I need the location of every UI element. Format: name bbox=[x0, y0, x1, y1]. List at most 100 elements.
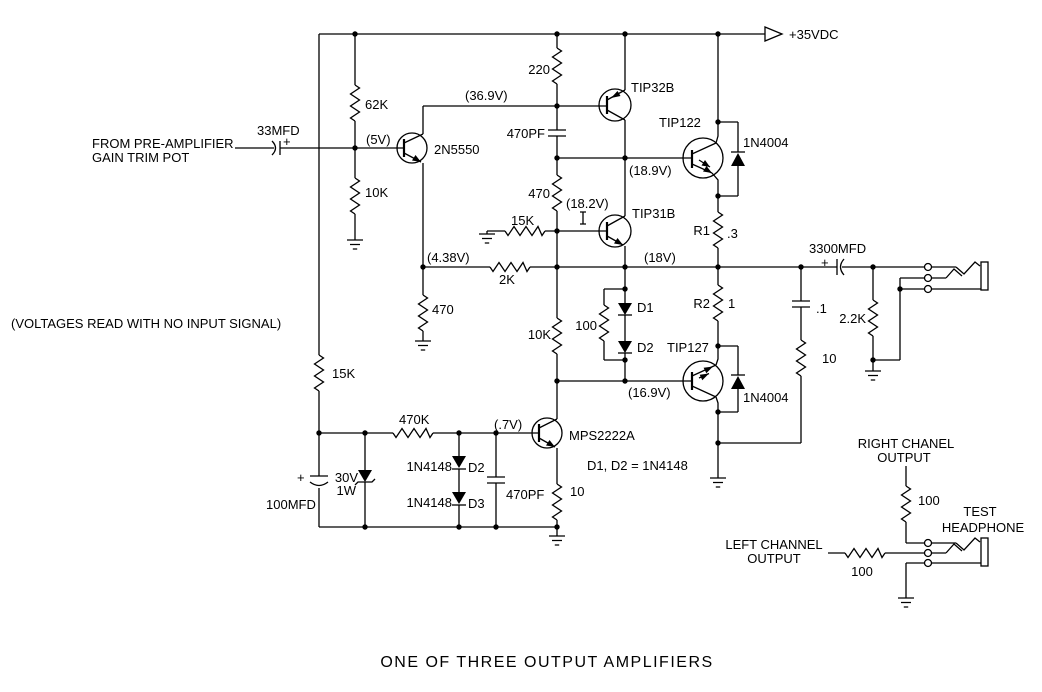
note-diodes: D1, D2 = 1N4148 bbox=[587, 458, 688, 473]
diode-1n4004-top bbox=[731, 151, 745, 166]
label-1n4148-d3: 1N4148 bbox=[406, 495, 452, 510]
resistor-2k bbox=[489, 261, 531, 273]
resistor-220 bbox=[551, 47, 563, 85]
label-mps2222a: MPS2222A bbox=[569, 428, 635, 443]
resistor-470k bbox=[392, 427, 434, 439]
label-100-bias: 100 bbox=[575, 318, 597, 333]
voltage-16-9v: (16.9V) bbox=[628, 385, 671, 400]
label-10-emitter: 10 bbox=[570, 484, 584, 499]
capacitor-470pf-top bbox=[548, 129, 566, 137]
diode-1n4004-bottom bbox=[731, 374, 745, 389]
transistor-mps2222a bbox=[531, 417, 563, 449]
label-tip122: TIP122 bbox=[659, 115, 701, 130]
label-d2-name: D2 bbox=[468, 460, 485, 475]
page-title: ONE OF THREE OUTPUT AMPLIFIERS bbox=[380, 654, 713, 671]
label-3300mfd: 3300MFD bbox=[809, 241, 866, 256]
ground-icon bbox=[346, 239, 364, 250]
label-r2-value: 1 bbox=[728, 296, 735, 311]
diode-d2-1n4148 bbox=[452, 456, 466, 470]
note-source-line1: FROM PRE-AMPLIFIER bbox=[92, 136, 234, 151]
label-left-channel-line1: LEFT CHANNEL bbox=[725, 537, 822, 552]
polarity-plus-33mfd: + bbox=[283, 134, 291, 149]
resistor-10k-bias bbox=[551, 317, 563, 355]
diode-d2-bias bbox=[618, 341, 632, 354]
transistor-tip122 bbox=[682, 137, 724, 179]
label-d1: D1 bbox=[637, 300, 654, 315]
headphone-jack-bottom bbox=[923, 537, 989, 568]
labels: FROM PRE-AMPLIFIER GAIN TRIM POT (VOLTAG… bbox=[11, 27, 1024, 671]
label-right-channel-line2: OUTPUT bbox=[877, 450, 931, 465]
label-r2: R2 bbox=[693, 296, 710, 311]
label-d2: D2 bbox=[637, 340, 654, 355]
capacitor-3300mfd bbox=[836, 258, 845, 276]
label-left-channel-line2: OUTPUT bbox=[747, 551, 801, 566]
label-10k-input: 10K bbox=[365, 185, 388, 200]
resistor-470-feedback bbox=[417, 294, 429, 332]
transistor-2n5550 bbox=[396, 132, 428, 164]
transistors bbox=[396, 88, 724, 449]
label-470-feedback: 470 bbox=[432, 302, 454, 317]
label-470pf-top: 470PF bbox=[507, 126, 545, 141]
label-tip32b: TIP32B bbox=[631, 80, 674, 95]
resistor-470-inter bbox=[551, 174, 563, 212]
resistor-62k bbox=[349, 84, 361, 122]
label-1n4004-top: 1N4004 bbox=[743, 135, 789, 150]
voltage-4-38v: (4.38V) bbox=[427, 250, 470, 265]
voltage-18v: (18V) bbox=[644, 250, 676, 265]
label-right-channel-line1: RIGHT CHANEL bbox=[858, 436, 955, 451]
label-470pf-bottom: 470PF bbox=[506, 487, 544, 502]
zener-diode-30v bbox=[354, 470, 376, 486]
diodes bbox=[354, 151, 745, 506]
label-zener-wattage: 1W bbox=[337, 483, 357, 498]
label-100mfd: 100MFD bbox=[266, 497, 316, 512]
ground-icon bbox=[414, 340, 432, 351]
power-arrow-icon bbox=[764, 26, 784, 42]
wires bbox=[235, 33, 981, 598]
label-2k: 2K bbox=[499, 272, 515, 287]
label-rail: +35VDC bbox=[789, 27, 839, 42]
transistor-tip32b bbox=[598, 88, 632, 122]
label-100-right: 100 bbox=[918, 493, 940, 508]
note-voltages: (VOLTAGES READ WITH NO INPUT SIGNAL) bbox=[11, 316, 281, 331]
voltage-5v: (5V) bbox=[366, 132, 391, 147]
label-zener-voltage: 30V bbox=[335, 470, 358, 485]
resistor-r2 bbox=[712, 284, 724, 322]
ground-icon bbox=[709, 477, 727, 488]
voltage-36-9v: (36.9V) bbox=[465, 88, 508, 103]
resistor-100-right bbox=[900, 485, 912, 523]
label-tip31b: TIP31B bbox=[632, 206, 675, 221]
voltage-18-9v: (18.9V) bbox=[629, 163, 672, 178]
resistor-100-bias bbox=[598, 304, 610, 342]
diode-d3-1n4148 bbox=[452, 492, 466, 506]
label-62k: 62K bbox=[365, 97, 388, 112]
transistor-tip31b bbox=[598, 214, 632, 248]
capacitors bbox=[271, 129, 845, 487]
resistor-15k-tail bbox=[313, 354, 325, 392]
label-d3-name: D3 bbox=[468, 496, 485, 511]
capacitor-33mfd bbox=[271, 140, 281, 156]
resistor-100-left bbox=[844, 547, 886, 559]
label-470k: 470K bbox=[399, 412, 430, 427]
headphone-jack-top bbox=[923, 261, 989, 294]
transistor-tip127 bbox=[682, 360, 724, 402]
label-220: 220 bbox=[528, 62, 550, 77]
resistor-10-zobel bbox=[795, 339, 807, 377]
capacitor-100mfd bbox=[309, 475, 329, 487]
label-r1: R1 bbox=[693, 223, 710, 238]
label-100-left: 100 bbox=[851, 564, 873, 579]
label-2-2k: 2.2K bbox=[839, 311, 866, 326]
label-10k-bias: 10K bbox=[528, 327, 551, 342]
label-tip127: TIP127 bbox=[667, 340, 709, 355]
label-15k-base: 15K bbox=[511, 213, 534, 228]
label-15k-tail: 15K bbox=[332, 366, 355, 381]
label-470-inter: 470 bbox=[528, 186, 550, 201]
label-test-line1: TEST bbox=[963, 504, 996, 519]
capacitor-point1-zobel bbox=[792, 300, 810, 308]
junction-dots bbox=[316, 31, 903, 530]
diode-d1-bias bbox=[618, 303, 632, 316]
resistor-2k2 bbox=[867, 299, 879, 337]
label-zobel-res: 10 bbox=[822, 351, 836, 366]
label-1n4004-bottom: 1N4004 bbox=[743, 390, 789, 405]
label-test-line2: HEADPHONE bbox=[942, 520, 1025, 535]
